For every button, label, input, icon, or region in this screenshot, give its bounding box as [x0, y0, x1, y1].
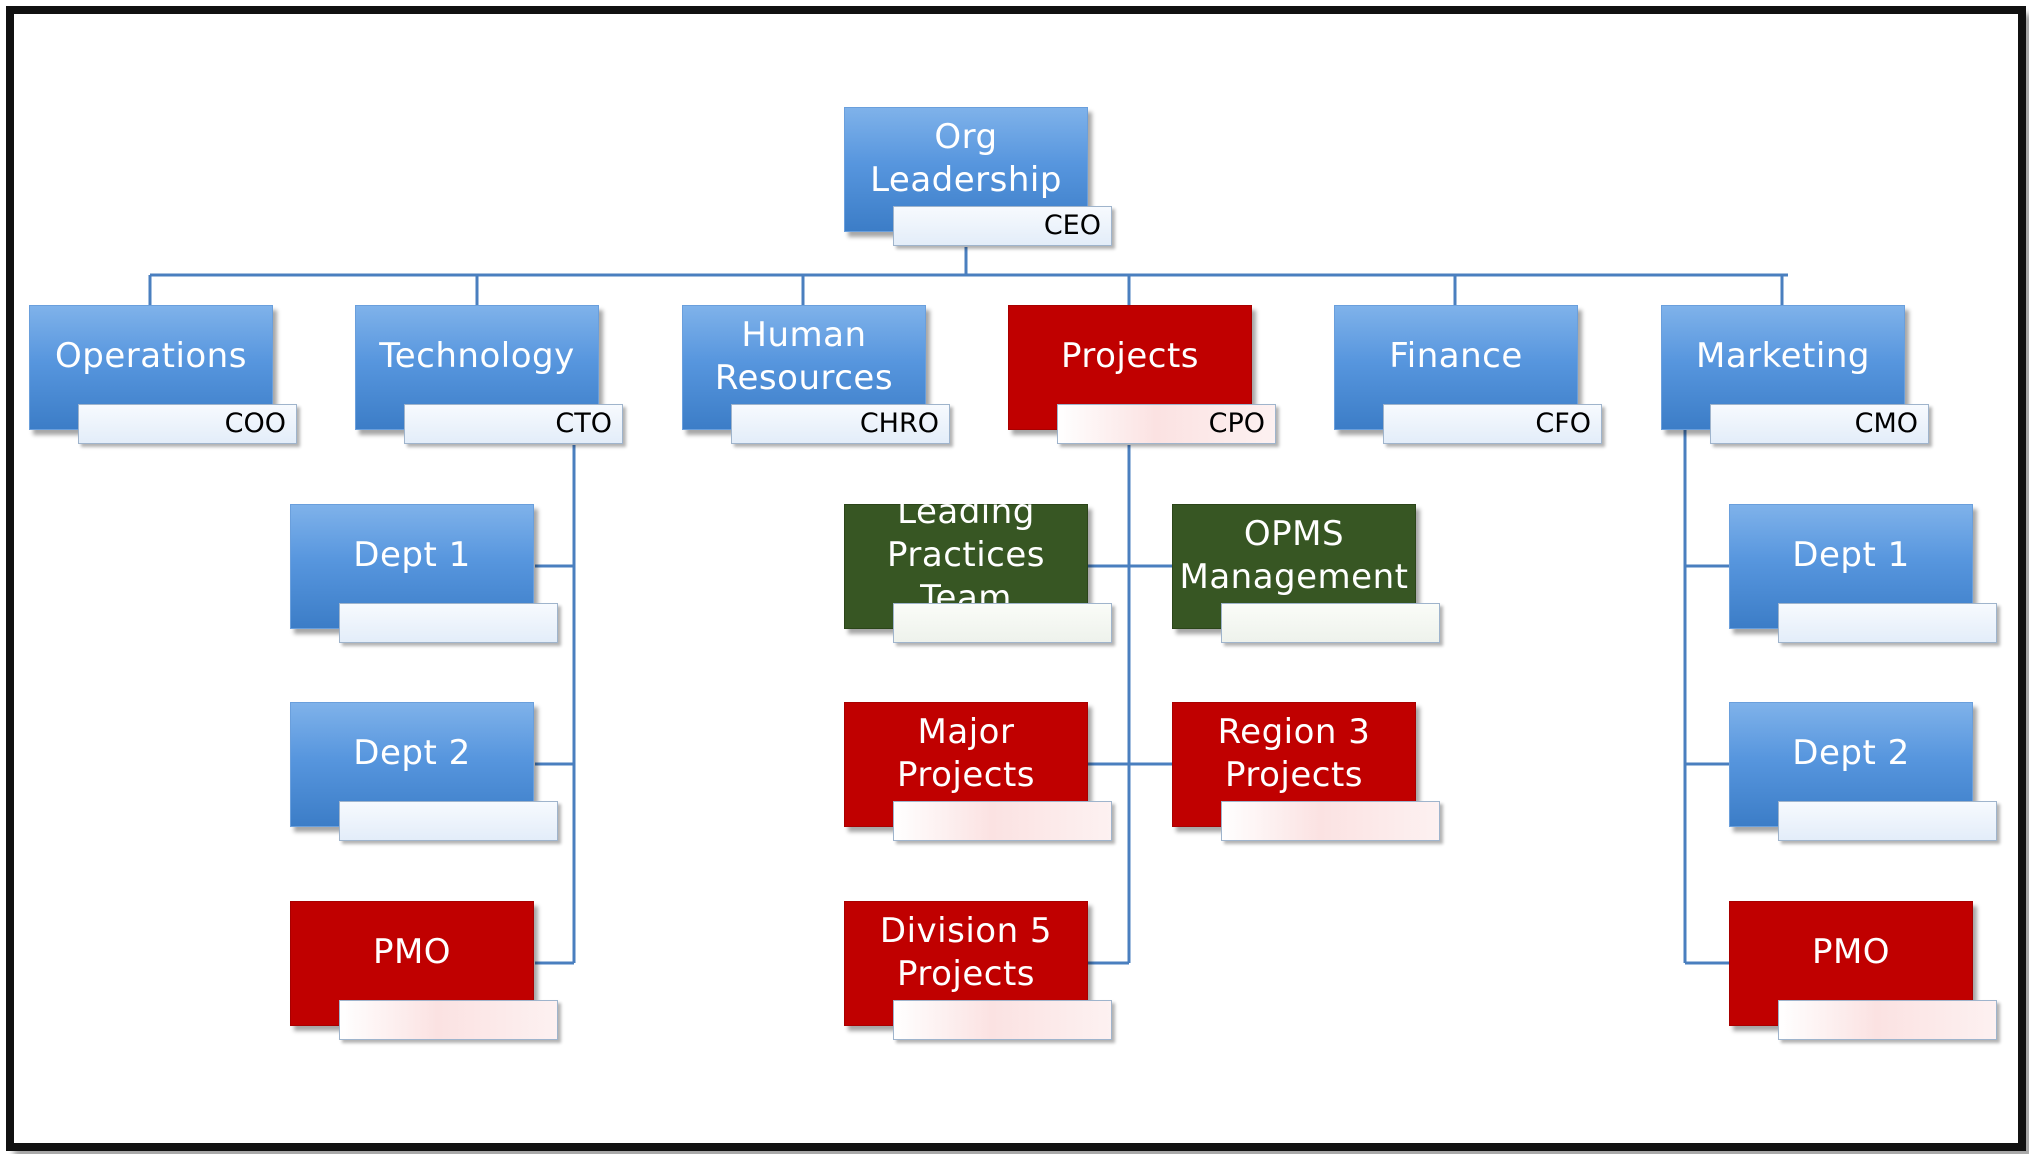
org-node-role [339, 603, 558, 643]
org-node-role: CFO [1383, 404, 1602, 444]
org-node-role [1221, 801, 1440, 841]
org-node-role [893, 1000, 1112, 1040]
org-node-role [1778, 603, 1997, 643]
org-node-role: COO [78, 404, 297, 444]
org-node-role [339, 1000, 558, 1040]
org-node-role [893, 801, 1112, 841]
org-node-role: CHRO [731, 404, 950, 444]
org-node-role [1221, 603, 1440, 643]
org-node-role: CEO [893, 206, 1112, 246]
org-node-role: CMO [1710, 404, 1929, 444]
org-node-role [339, 801, 558, 841]
org-node-role [1778, 1000, 1997, 1040]
org-node-role: CTO [404, 404, 623, 444]
org-node-role: CPO [1057, 404, 1276, 444]
org-node-role [893, 603, 1112, 643]
org-node-role [1778, 801, 1997, 841]
